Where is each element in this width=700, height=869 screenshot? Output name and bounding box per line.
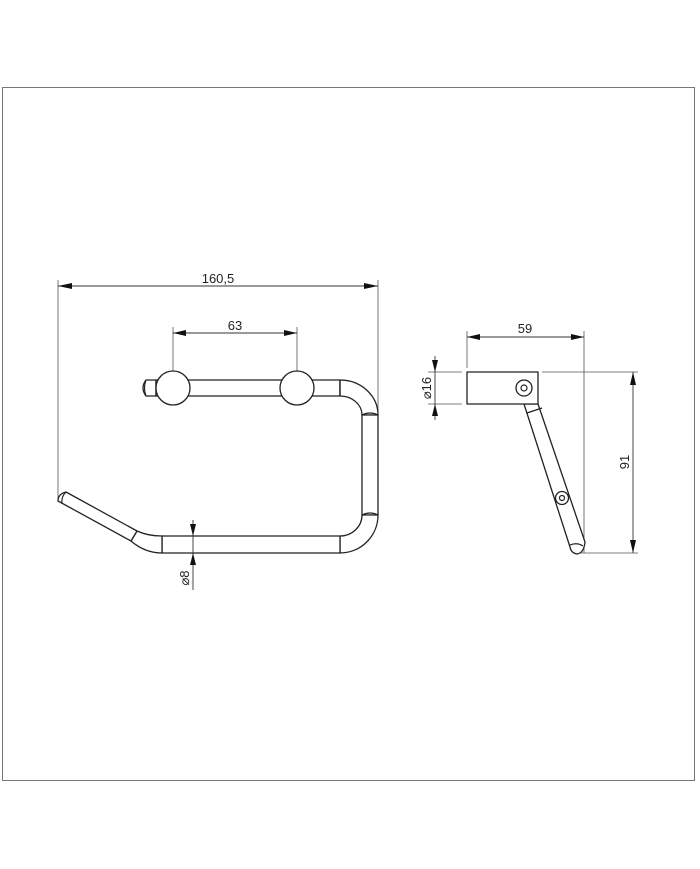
dimension-label-rod-diameter: ⌀8 [177, 570, 192, 585]
mount-screw [515, 379, 533, 397]
arrowhead-icon [467, 334, 480, 340]
side-arm-rod [523, 403, 586, 555]
dimension-label-mount-diameter: ⌀16 [419, 377, 434, 399]
holder-rod [57, 379, 379, 554]
dimension-label-post-spacing: 63 [228, 318, 242, 333]
rod-vertical [361, 414, 379, 516]
arrowhead-icon [364, 283, 378, 289]
dimension-label-height: 91 [617, 455, 632, 469]
arrowhead-icon [630, 372, 636, 385]
side-arm-screw [554, 490, 570, 506]
dimension-rod-diameter: ⌀8 [177, 520, 196, 590]
arrowhead-icon [173, 330, 186, 336]
side-view: 59 ⌀16 91 [419, 321, 638, 555]
dimension-post-spacing: 63 [173, 318, 297, 336]
arrowhead-icon [630, 540, 636, 553]
dimension-mount-diameter: ⌀16 [419, 356, 438, 420]
rod-bottom-bar [161, 535, 341, 554]
side-arm [523, 403, 586, 555]
dimension-overall-width: 160,5 [58, 271, 378, 289]
rod-bend-top-right [339, 379, 379, 416]
arrowhead-icon [571, 334, 584, 340]
rod-bend-bottom-right [339, 514, 379, 554]
dimension-depth: 59 [467, 321, 584, 340]
dimension-height: 91 [617, 372, 636, 553]
drawing-frame [2, 87, 695, 781]
mounting-post-1 [155, 370, 191, 406]
dimension-label-overall-width: 160,5 [202, 271, 235, 286]
mounting-post-2 [279, 370, 315, 406]
arrowhead-icon [432, 404, 438, 416]
front-view: 160,5 63 [57, 271, 379, 590]
arrowhead-icon [432, 360, 438, 372]
dimension-label-depth: 59 [518, 321, 532, 336]
rod-diagonal [57, 491, 138, 542]
arrowhead-icon [190, 524, 196, 536]
arrowhead-icon [284, 330, 297, 336]
arrowhead-icon [58, 283, 72, 289]
arrowhead-icon [190, 553, 196, 565]
